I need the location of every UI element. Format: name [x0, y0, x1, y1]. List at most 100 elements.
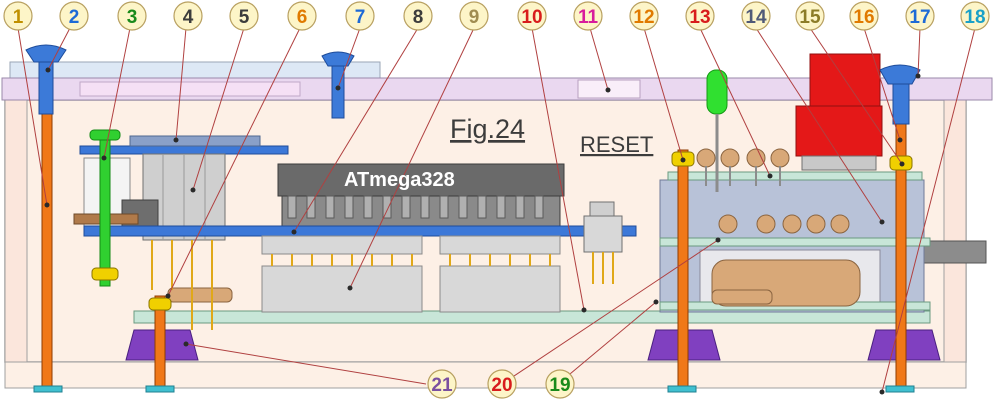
bottom-washers: [33, 385, 915, 393]
led-body: [706, 69, 728, 115]
callout-number: 19: [549, 375, 570, 396]
callout-21: 21: [427, 369, 457, 399]
reset-button-legs: [592, 252, 614, 284]
leader-lines: [17, 27, 976, 393]
callout-6: 6: [287, 1, 317, 31]
green-standoff-top: [89, 129, 121, 141]
callout-circle: [287, 1, 317, 31]
callout-17: 17: [905, 1, 935, 31]
callout-4: 4: [173, 1, 203, 31]
callout-number: 6: [297, 7, 308, 28]
callout-number: 17: [909, 7, 930, 28]
blue-board: [83, 225, 637, 237]
main-pcb: [133, 310, 931, 324]
callout-16: 16: [849, 1, 879, 31]
callout-18: 18: [960, 1, 990, 31]
header-pin-legs: [271, 254, 551, 266]
standoff-feet: [125, 329, 941, 361]
callout-8: 8: [403, 1, 433, 31]
callout-2: 2: [59, 1, 89, 31]
callouts-bottom: 21 20 19: [427, 369, 575, 399]
callout-circle: [795, 1, 825, 31]
callout-13: 13: [685, 1, 715, 31]
callout-7: 7: [345, 1, 375, 31]
callout-number: 4: [183, 7, 194, 28]
left-header-legs: [151, 240, 213, 330]
enclosure-left-wall: [4, 99, 28, 363]
upper-board: [667, 171, 923, 181]
left-top-plate: [129, 135, 261, 147]
callout-number: 3: [127, 7, 138, 28]
left-resistor: [167, 287, 233, 303]
middle-board: [659, 237, 931, 247]
callout-number: 2: [69, 7, 80, 28]
callout-1: 1: [3, 1, 33, 31]
capacitors-middle-row: [718, 214, 850, 234]
callout-number: 18: [964, 7, 985, 28]
callout-circle: [117, 1, 147, 31]
callout-number: 13: [689, 7, 710, 28]
capacitors-top-row: [696, 148, 790, 168]
callout-number: 15: [799, 7, 821, 28]
callout-number: 20: [491, 375, 512, 396]
callout-circle: [229, 1, 259, 31]
reset-button-body: [583, 215, 623, 253]
callout-circle: [849, 1, 879, 31]
callout-number: 5: [239, 7, 250, 28]
callout-19: 19: [545, 369, 575, 399]
callout-20: 20: [487, 369, 517, 399]
callout-5: 5: [229, 1, 259, 31]
callout-number: 12: [633, 7, 654, 28]
callout-circle: [905, 1, 935, 31]
callout-number: 11: [578, 7, 599, 28]
callout-circle: [59, 1, 89, 31]
callout-circle: [487, 369, 517, 399]
callout-circle: [345, 1, 375, 31]
left-top-bar: [79, 145, 289, 155]
enclosure-base: [4, 361, 967, 389]
capacitor-legs-top: [705, 166, 781, 186]
callout-circle: [741, 1, 771, 31]
callout-circle: [573, 1, 603, 31]
callout-number: 9: [469, 7, 480, 28]
red-switch-body: [795, 105, 883, 157]
figure-title: Fig.24: [450, 114, 525, 144]
callout-circle: [427, 369, 457, 399]
callout-circle: [173, 1, 203, 31]
leader-dots: [44, 67, 921, 395]
callout-circle: [403, 1, 433, 31]
callout-number: 10: [521, 7, 542, 28]
red-switch-base: [801, 155, 877, 171]
header-pins-right: [439, 235, 561, 313]
reset-button-cap: [589, 201, 615, 217]
callout-number: 1: [13, 7, 24, 28]
callout-circle: [3, 1, 33, 31]
green-standoff-nut: [91, 267, 119, 281]
callout-number: 7: [355, 7, 366, 28]
red-switch-cap: [809, 53, 881, 111]
enclosure-right-wall: [943, 99, 967, 363]
chip-body-top: [277, 163, 565, 197]
callout-circle: [685, 1, 715, 31]
callout-number: 14: [745, 7, 767, 28]
callout-15: 15: [795, 1, 825, 31]
callout-number: 21: [431, 375, 453, 396]
callout-circle: [960, 1, 990, 31]
callout-number: 8: [413, 7, 424, 28]
reset-label: RESET: [580, 132, 653, 157]
callout-10: 10: [517, 1, 547, 31]
small-resistor: [711, 289, 773, 305]
callout-3: 3: [117, 1, 147, 31]
callout-number: 16: [853, 7, 874, 28]
chip-label: ATmega328: [344, 169, 455, 191]
callout-circle: [545, 369, 575, 399]
lid-top-plate: [9, 61, 381, 79]
callout-circle: [517, 1, 547, 31]
lid-window-left: [79, 81, 301, 97]
callout-11: 11: [573, 1, 603, 31]
callout-14: 14: [741, 1, 771, 31]
header-pins-left: [261, 235, 423, 313]
